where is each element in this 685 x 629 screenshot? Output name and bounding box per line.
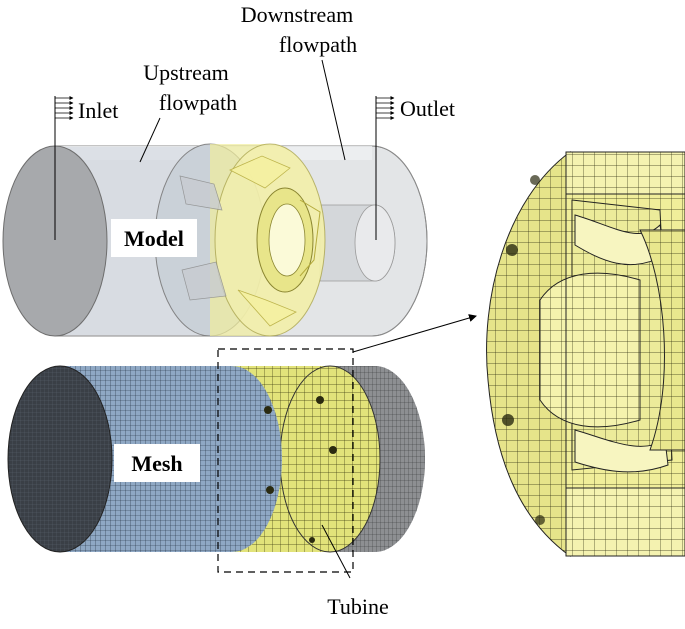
upstream-label-line1: Upstream	[143, 60, 229, 85]
detail-pointer-arrow	[352, 314, 477, 353]
mesh-label-box: Mesh	[114, 444, 200, 482]
model-label: Model	[124, 226, 184, 251]
turbine-mesh-detail	[486, 151, 685, 557]
mesh-label: Mesh	[131, 451, 182, 476]
inlet-label: Inlet	[78, 98, 118, 123]
downstream-label-line1: Downstream	[241, 2, 353, 27]
outlet-marker: Outlet	[375, 96, 455, 240]
turbine-selection-box	[217, 348, 354, 573]
upstream-label-line2: flowpath	[159, 90, 237, 115]
model-label-box: Model	[111, 219, 197, 257]
upstream-leader	[139, 117, 161, 163]
turbine-leader	[321, 524, 351, 579]
model-cylinder	[2, 143, 428, 337]
mesh-cylinder	[7, 365, 425, 553]
turbine-label: Tubine	[327, 594, 389, 619]
inlet-marker: Inlet	[54, 96, 118, 240]
downstream-leader	[321, 59, 346, 161]
outlet-label: Outlet	[400, 96, 455, 121]
model-turbine	[154, 143, 326, 337]
downstream-label-line2: flowpath	[279, 32, 357, 57]
